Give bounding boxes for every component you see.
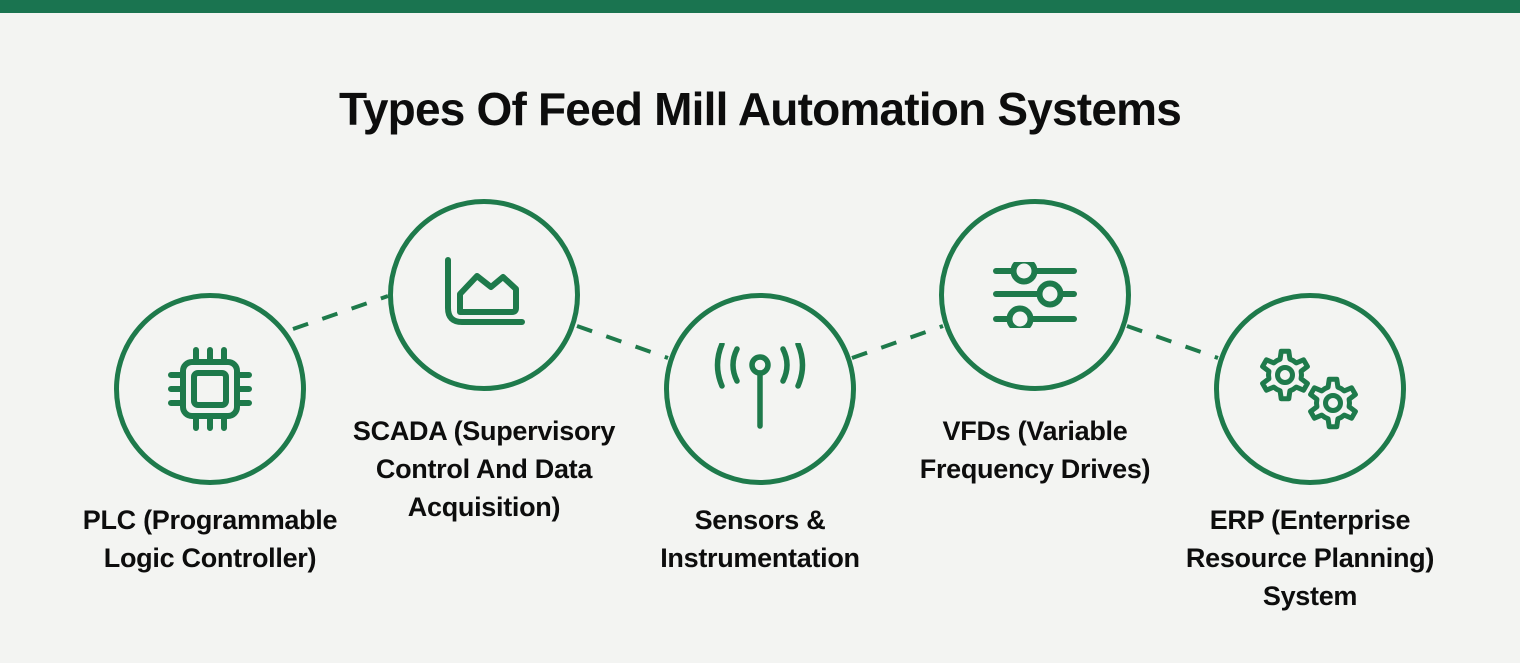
area-chart-icon	[445, 257, 525, 325]
top-accent-bar	[0, 0, 1520, 13]
sliders-icon	[993, 262, 1077, 328]
connector-scada-sensors	[576, 324, 669, 360]
sensors-circle	[664, 293, 856, 485]
connector-plc-scada	[292, 294, 389, 331]
scada-label: SCADA (Supervisory Control And Data Acqu…	[352, 416, 616, 522]
gears-icon	[1260, 348, 1358, 430]
connector-sensors-vfd	[851, 324, 944, 360]
plc-circle	[114, 293, 306, 485]
scada-circle	[388, 199, 580, 391]
erp-circle	[1214, 293, 1406, 485]
plc-label: PLC (Programmable Logic Controller)	[82, 505, 338, 573]
page-title: Types Of Feed Mill Automation Systems	[339, 83, 1182, 135]
sensors-label: Sensors & Instrumentation	[660, 505, 860, 573]
cpu-chip-icon	[168, 347, 252, 431]
connector-vfd-erp	[1126, 324, 1219, 360]
antenna-signal-icon	[714, 343, 806, 429]
erp-label: ERP (Enterprise Resource Planning) Syste…	[1185, 505, 1435, 611]
vfd-circle	[939, 199, 1131, 391]
vfd-label: VFDs (Variable Frequency Drives)	[919, 416, 1151, 484]
